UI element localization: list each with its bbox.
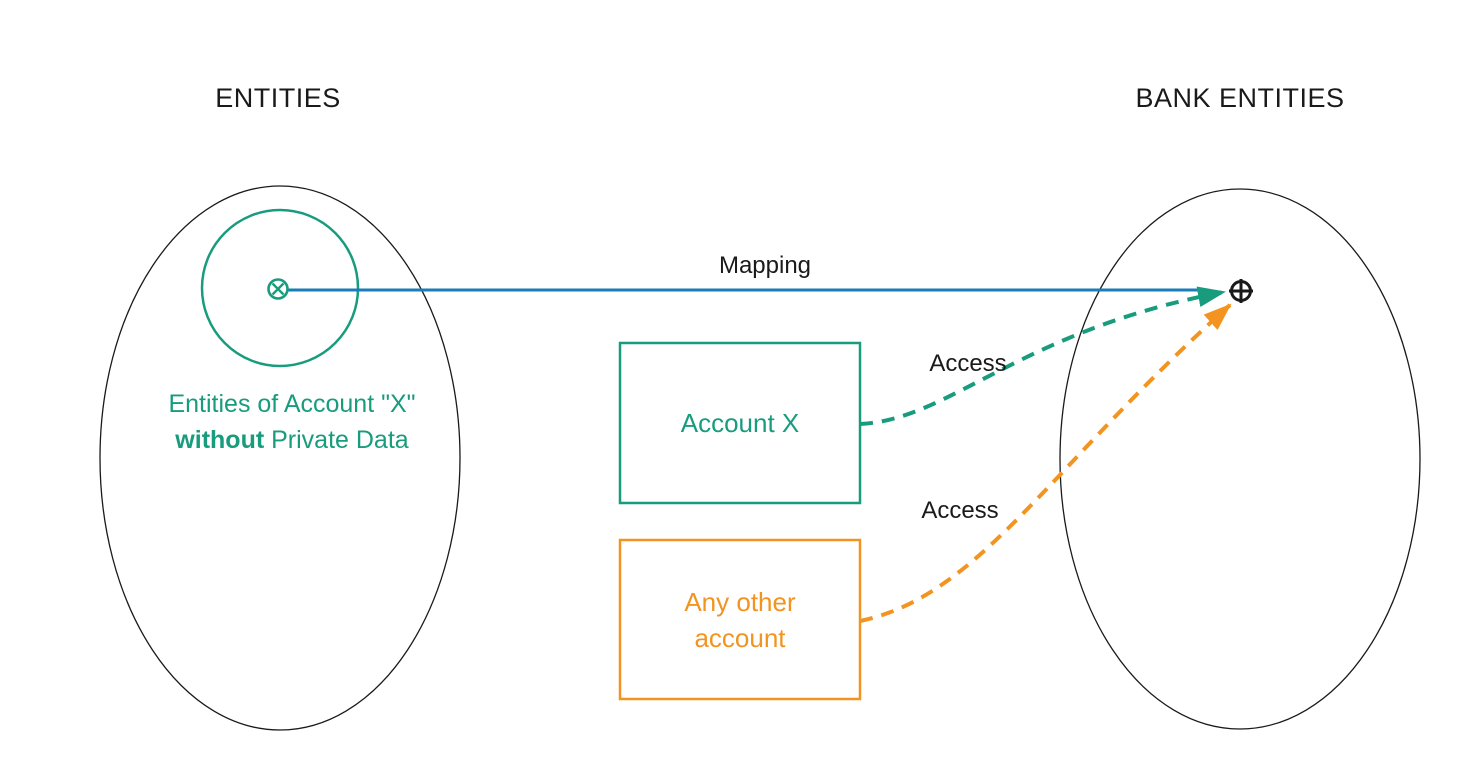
entities-title: ENTITIES bbox=[215, 83, 341, 113]
mapping-label: Mapping bbox=[718, 252, 812, 279]
circled-x-icon bbox=[267, 278, 289, 300]
caption-line1: Entities of Account "X" bbox=[168, 390, 416, 418]
circled-plus-icon bbox=[1229, 279, 1253, 303]
access-arrow-account-x bbox=[859, 286, 1226, 426]
account-x-box bbox=[618, 341, 862, 505]
access-arrow-any-other bbox=[859, 303, 1232, 623]
access-label-account-x: Access bbox=[929, 350, 1007, 377]
caption-line2-bold: without bbox=[175, 426, 265, 454]
access-label-any-other: Access bbox=[921, 497, 999, 524]
bank-entities-title: BANK ENTITIES bbox=[1135, 83, 1345, 113]
entities-subset-caption: Entities of Account "X" without Private … bbox=[168, 386, 415, 458]
any-other-account-box bbox=[618, 538, 862, 701]
caption-line2-rest: Private Data bbox=[264, 426, 409, 454]
account-x-subset-circle bbox=[200, 208, 360, 368]
entities-ellipse bbox=[99, 185, 461, 731]
bank-entities-ellipse bbox=[1059, 188, 1421, 730]
